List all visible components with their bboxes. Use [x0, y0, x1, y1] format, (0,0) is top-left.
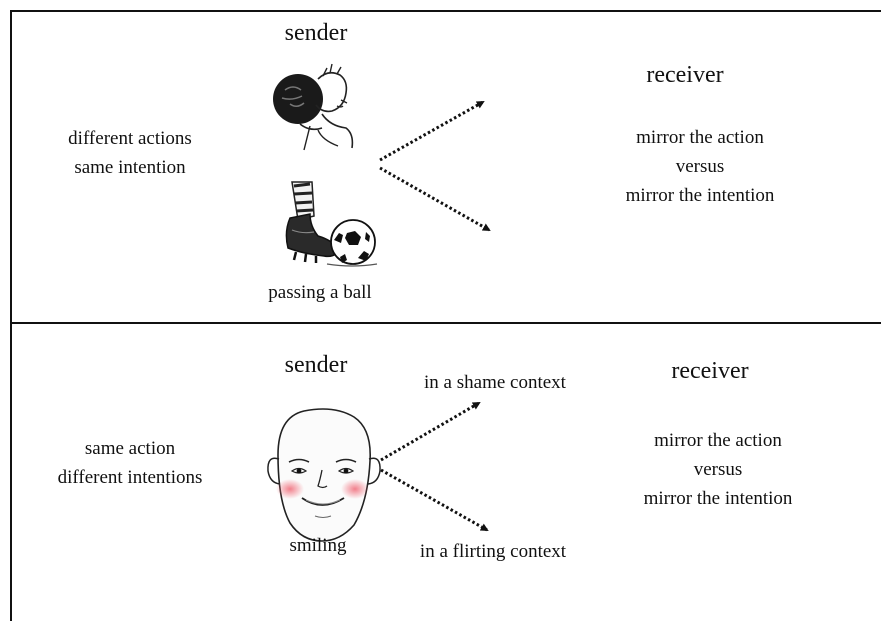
panel-different-actions	[10, 10, 881, 324]
throwing-ball-illustration	[273, 63, 354, 151]
top-sender-label: sender	[284, 20, 348, 46]
arrow-to-receiver-upper	[379, 100, 485, 162]
top-receiver-label: receiver	[646, 62, 724, 88]
top-action-caption: passing a ball	[268, 282, 372, 303]
top-condition: different actions same intention	[30, 124, 230, 182]
bottom-receiver-versus: versus	[693, 459, 743, 480]
bottom-receiver-option-action: mirror the action	[654, 430, 782, 451]
panel-same-action	[10, 324, 881, 621]
bottom-action-caption: smiling	[289, 535, 347, 556]
bottom-receiver-options: mirror the action versus mirror the inte…	[608, 426, 828, 513]
bottom-receiver-label: receiver	[671, 358, 749, 384]
flirting-context-label: in a flirting context	[419, 541, 567, 562]
bottom-receiver-option-intention: mirror the intention	[643, 488, 793, 509]
top-receiver-versus: versus	[675, 156, 725, 177]
kicking-ball-illustration	[285, 181, 378, 267]
arrow-to-flirting-context	[380, 468, 489, 532]
arrow-to-shame-context	[380, 401, 481, 462]
bottom-sender-label: sender	[284, 352, 348, 378]
smiling-face-illustration	[267, 408, 381, 542]
bottom-condition-line1: same action	[84, 438, 176, 459]
shame-context-label: in a shame context	[424, 372, 566, 393]
bottom-arrows	[380, 401, 489, 532]
top-condition-line1: different actions	[68, 128, 192, 149]
top-receiver-option-intention: mirror the intention	[625, 185, 775, 206]
bottom-condition-line2: different intentions	[57, 467, 203, 488]
top-arrows	[379, 100, 491, 232]
top-condition-line2: same intention	[74, 157, 186, 178]
top-receiver-options: mirror the action versus mirror the inte…	[590, 123, 810, 210]
bottom-condition: same action different intentions	[30, 434, 230, 492]
top-receiver-option-action: mirror the action	[636, 127, 764, 148]
arrow-to-receiver-lower	[379, 166, 491, 232]
